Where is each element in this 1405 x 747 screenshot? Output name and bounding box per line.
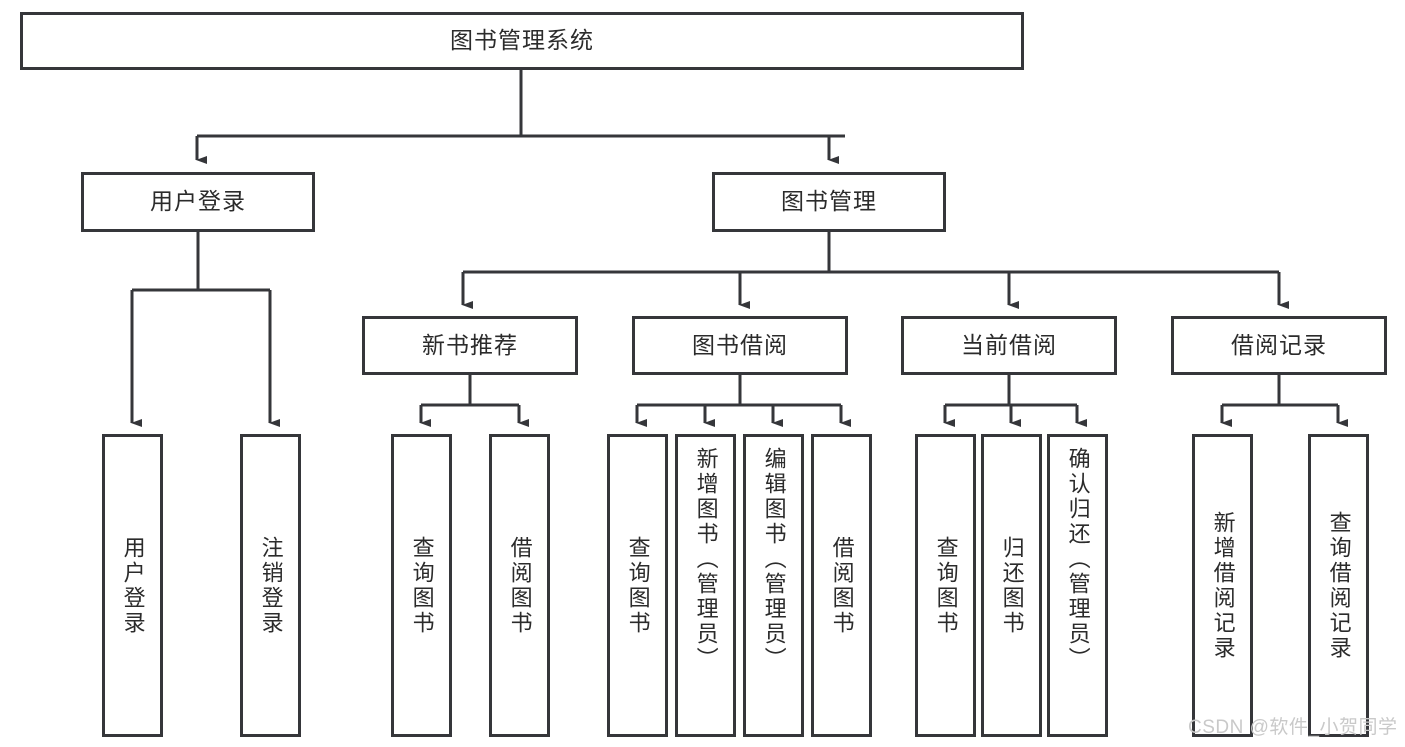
leaf-label: 用户登录 <box>120 535 146 636</box>
leaf-current-query-book[interactable]: 查询图书 <box>915 434 976 737</box>
node-current-borrow-label: 当前借阅 <box>961 331 1057 358</box>
node-user-login-label: 用户登录 <box>150 188 246 215</box>
leaf-record-query-record[interactable]: 查询借阅记录 <box>1308 434 1369 737</box>
node-book-borrow-label: 图书借阅 <box>692 331 788 358</box>
leaf-user-login-signout[interactable]: 注销登录 <box>240 434 301 737</box>
leaf-label: 查询图书 <box>409 535 435 636</box>
node-root-label: 图书管理系统 <box>450 27 594 54</box>
watermark: CSDN @软件_小贺同学 <box>1188 717 1398 738</box>
node-borrow-record[interactable]: 借阅记录 <box>1171 316 1387 375</box>
leaf-user-login-signin[interactable]: 用户登录 <box>102 434 163 737</box>
leaf-label: 确认归还（管理员） <box>1065 447 1091 672</box>
leaf-newbook-query-book[interactable]: 查询图书 <box>391 434 452 737</box>
node-borrow-record-label: 借阅记录 <box>1231 331 1327 358</box>
leaf-borrow-add-book-admin[interactable]: 新增图书（管理员） <box>675 434 736 737</box>
node-book-borrow[interactable]: 图书借阅 <box>632 316 848 375</box>
leaf-current-confirm-return-admin[interactable]: 确认归还（管理员） <box>1047 434 1108 737</box>
leaf-borrow-edit-book-admin[interactable]: 编辑图书（管理员） <box>743 434 804 737</box>
node-new-book-recommend-label: 新书推荐 <box>422 331 518 358</box>
leaf-newbook-borrow-book[interactable]: 借阅图书 <box>489 434 550 737</box>
leaf-label: 编辑图书（管理员） <box>761 447 787 672</box>
leaf-label: 新增借阅记录 <box>1210 510 1236 661</box>
node-current-borrow[interactable]: 当前借阅 <box>901 316 1117 375</box>
leaf-label: 借阅图书 <box>507 535 533 636</box>
leaf-label: 查询图书 <box>933 535 959 636</box>
node-user-login[interactable]: 用户登录 <box>81 172 315 232</box>
leaf-borrow-borrow-book[interactable]: 借阅图书 <box>811 434 872 737</box>
node-root-system[interactable]: 图书管理系统 <box>20 12 1024 70</box>
leaf-current-return-book[interactable]: 归还图书 <box>981 434 1042 737</box>
leaf-label: 查询图书 <box>625 535 651 636</box>
leaf-label: 注销登录 <box>258 535 284 636</box>
leaf-record-add-record[interactable]: 新增借阅记录 <box>1192 434 1253 737</box>
leaf-label: 归还图书 <box>999 535 1025 636</box>
leaf-label: 借阅图书 <box>829 535 855 636</box>
node-book-management-label: 图书管理 <box>781 188 877 215</box>
node-book-management[interactable]: 图书管理 <box>712 172 946 232</box>
leaf-label: 新增图书（管理员） <box>693 447 719 672</box>
leaf-borrow-query-book[interactable]: 查询图书 <box>607 434 668 737</box>
node-new-book-recommend[interactable]: 新书推荐 <box>362 316 578 375</box>
leaf-label: 查询借阅记录 <box>1326 510 1352 661</box>
